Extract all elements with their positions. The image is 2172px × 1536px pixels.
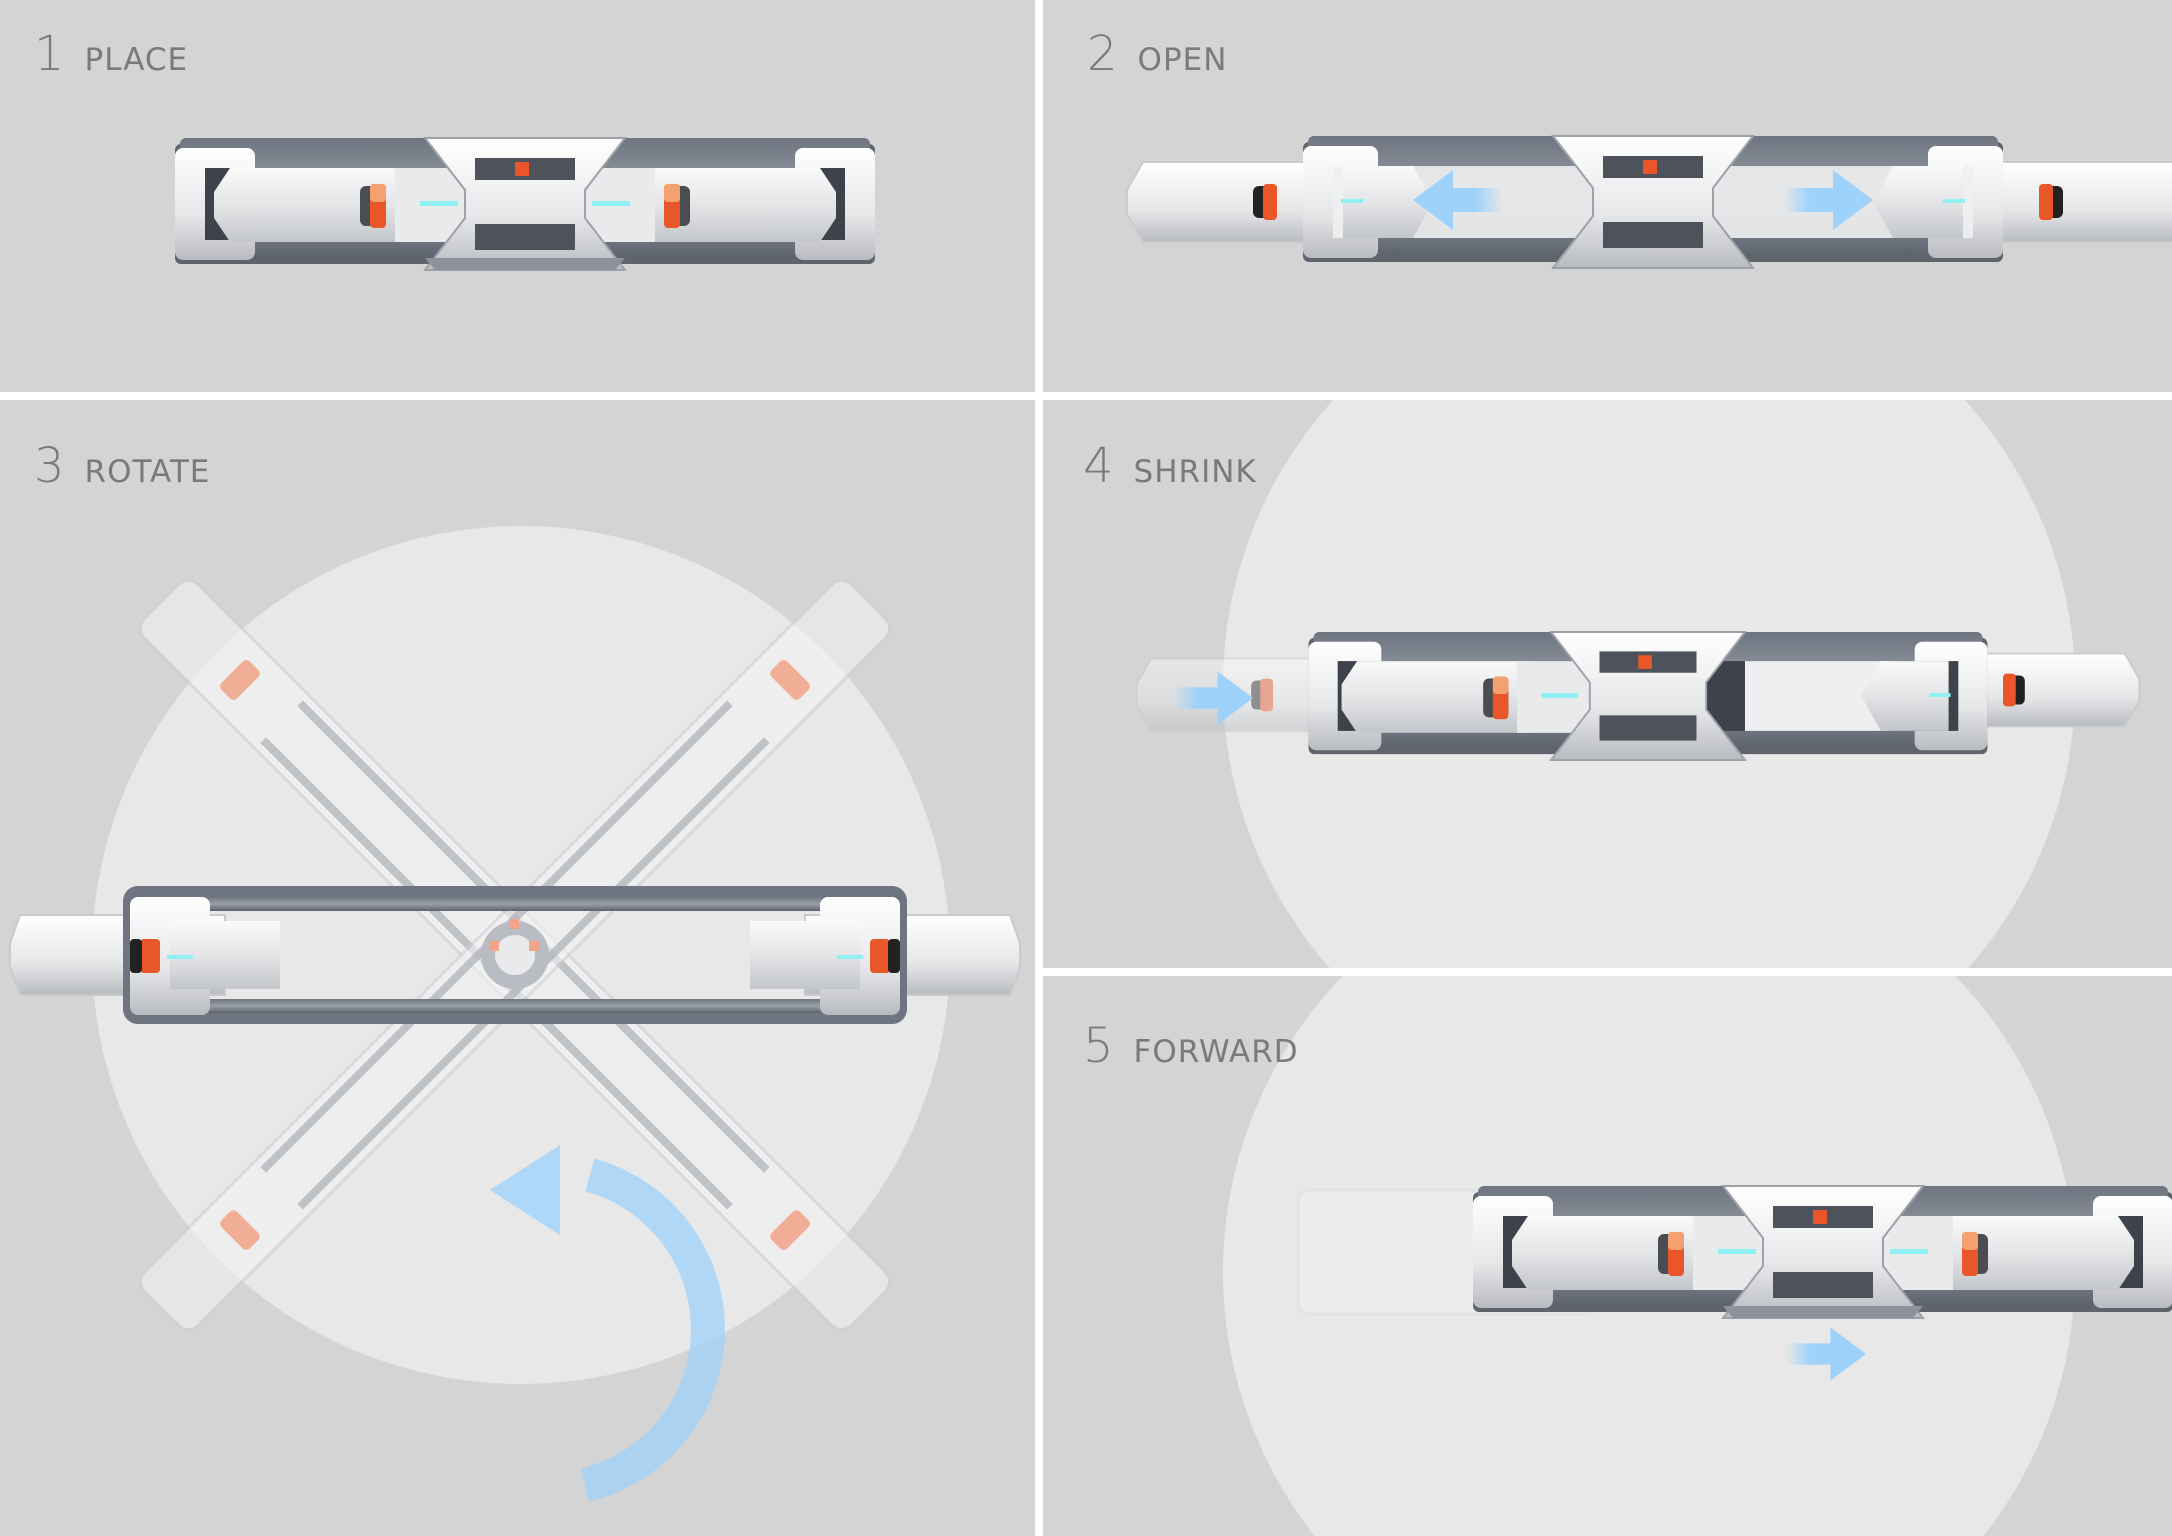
step-number: 5 [1083, 1018, 1114, 1074]
panel-place: 1 PLACE [0, 0, 1035, 392]
step-number: 1 [34, 26, 65, 82]
left-arrow-icon [1413, 170, 1503, 230]
step-title: PLACE [84, 42, 189, 78]
step-label: 3 ROTATE [34, 438, 210, 494]
panel-forward: 5 FORWARD [1043, 976, 2172, 1536]
device-open [1302, 135, 2004, 269]
device-rotating-assembly [0, 573, 1035, 1502]
step-label: 1 PLACE [34, 26, 188, 82]
step-label: 2 OPEN [1087, 26, 1227, 82]
step-number: 2 [1087, 26, 1118, 82]
step-title: OPEN [1137, 42, 1228, 78]
rotate-arrow-icon [580, 1158, 725, 1502]
device-shrinking [1298, 632, 1998, 760]
panel-rotate: 3 ROTATE [0, 400, 1035, 1536]
step-title: FORWARD [1133, 1034, 1299, 1070]
panel-open: 2 OPEN [1043, 0, 2172, 392]
right-arrow-icon [1786, 1327, 1866, 1381]
right-arrow-icon [1783, 170, 1873, 230]
step-number: 3 [34, 438, 65, 494]
step-title: SHRINK [1133, 454, 1257, 490]
step-label: 5 FORWARD [1083, 1018, 1299, 1074]
step-title: ROTATE [84, 454, 211, 490]
right-arrow-icon [1173, 671, 1253, 725]
panel-shrink: 4 SHRINK [1043, 400, 2172, 968]
step-number: 4 [1083, 438, 1114, 494]
device-forward [1473, 1186, 2172, 1318]
device-closed [175, 138, 875, 270]
step-label: 4 SHRINK [1083, 438, 1257, 494]
